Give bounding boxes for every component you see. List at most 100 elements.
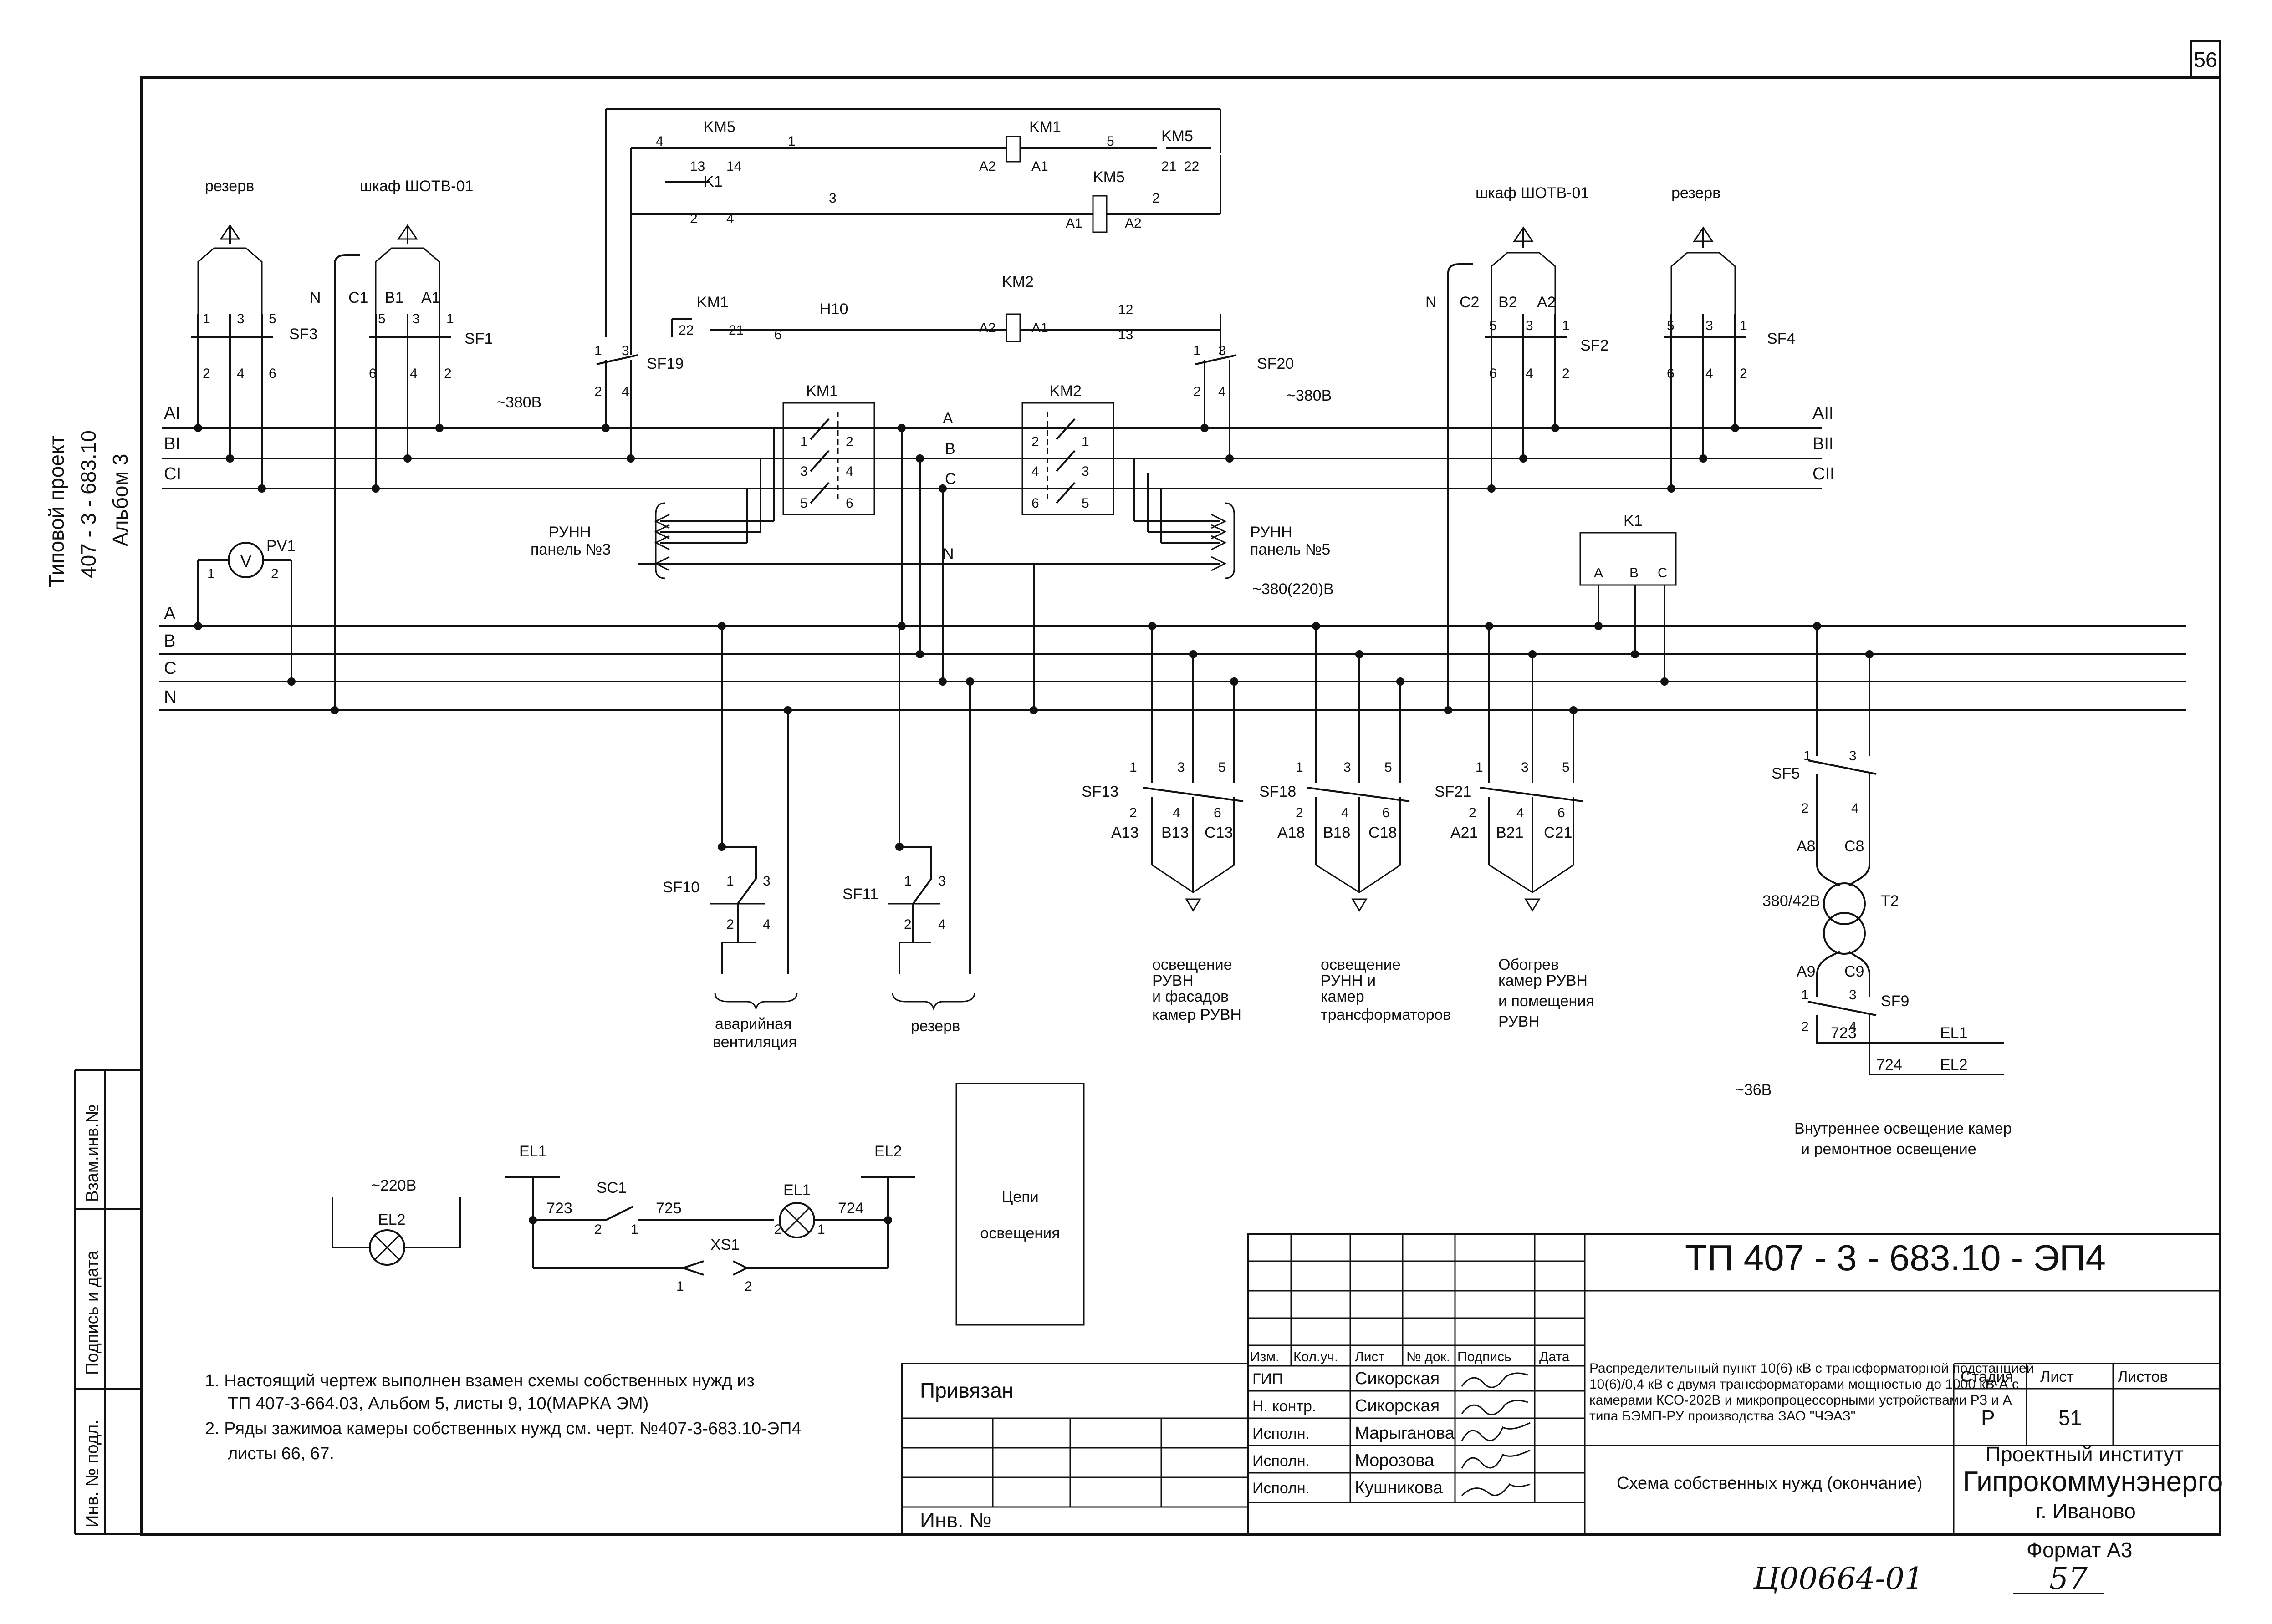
svg-text:A1: A1: [1031, 321, 1048, 336]
svg-text:1: 1: [594, 343, 602, 358]
t2-label: T2: [1881, 892, 1899, 910]
desc-2: 10(6)/0,4 кВ с двумя трансформаторами мо…: [1589, 1377, 2019, 1392]
km2-coil-label: KM2: [1002, 273, 1034, 290]
svg-text:A2: A2: [979, 321, 996, 336]
svg-text:1: 1: [1296, 760, 1303, 775]
name-5: Кушникова: [1355, 1478, 1443, 1497]
svg-text:4: 4: [1849, 1019, 1857, 1034]
c3-line3: и помещения: [1498, 993, 1594, 1010]
svg-text:4: 4: [410, 366, 418, 381]
wire-c13: C13: [1205, 824, 1233, 841]
bus-label-ai: AI: [164, 404, 180, 423]
svg-text:2: 2: [594, 1222, 602, 1237]
svg-text:4: 4: [726, 211, 734, 226]
svg-text:5: 5: [1107, 134, 1114, 149]
el1-lamp-label: EL1: [783, 1181, 811, 1199]
side-stamp-3: Альбом 3: [108, 454, 132, 546]
hdr-ndoc: № док.: [1406, 1349, 1450, 1364]
svg-text:1: 1: [800, 434, 808, 449]
name-2: Сикорская: [1355, 1396, 1440, 1415]
c4-line2: вентиляция: [713, 1033, 797, 1051]
label-220v: ~220В: [371, 1177, 416, 1194]
label-380v-right: ~380В: [1287, 387, 1332, 404]
format-label: Формат А3: [2027, 1538, 2132, 1562]
svg-text:5: 5: [800, 496, 808, 511]
svg-text:6: 6: [774, 327, 782, 342]
svg-text:5: 5: [1082, 496, 1089, 511]
wire-724-left: 724: [838, 1200, 864, 1217]
sf13-label: SF13: [1082, 783, 1118, 800]
km5-label-1: KM5: [704, 118, 735, 136]
c1-line3: и фасадов: [1152, 988, 1229, 1005]
svg-text:2: 2: [1740, 366, 1747, 381]
c2-line2: РУНН и: [1321, 972, 1376, 989]
sf3-rezerv-label: резерв: [205, 178, 254, 195]
svg-text:A2: A2: [1125, 216, 1142, 231]
note-2b: листы 66, 67.: [228, 1444, 334, 1463]
wire-a13: A13: [1111, 824, 1139, 841]
svg-text:1: 1: [207, 566, 215, 581]
sc1-label: SC1: [597, 1179, 627, 1196]
bus-label-n: N: [164, 687, 176, 707]
c1-line4: камер РУВН: [1152, 1006, 1241, 1023]
org-2: Гипрокоммунэнерго: [1963, 1466, 2223, 1497]
role-5: Исполн.: [1252, 1480, 1310, 1497]
svg-text:5: 5: [1218, 760, 1226, 775]
sf3-label: SF3: [289, 326, 317, 343]
svg-text:6: 6: [369, 366, 377, 381]
inv-no: Инв. №: [920, 1508, 992, 1532]
side-stamp-1: Типовой проект: [45, 435, 68, 587]
desc-3: камерами КСО-202В и микропроцессорными у…: [1589, 1393, 2012, 1408]
pv1-v-symbol: V: [240, 552, 252, 571]
svg-text:3: 3: [1705, 318, 1713, 333]
svg-text:A1: A1: [1066, 216, 1082, 231]
svg-text:6: 6: [846, 496, 853, 511]
svg-text:2: 2: [444, 366, 452, 381]
svg-text:3: 3: [622, 343, 629, 358]
svg-text:1: 1: [676, 1279, 684, 1294]
wire-725: 725: [656, 1200, 682, 1217]
wire-a8: A8: [1797, 838, 1816, 855]
svg-text:5: 5: [1562, 760, 1570, 775]
svg-text:1: 1: [1562, 318, 1570, 333]
svg-text:A1: A1: [1031, 159, 1048, 174]
svg-text:2: 2: [1031, 434, 1039, 449]
wire-b13: B13: [1161, 824, 1189, 841]
svg-text:A: A: [1594, 565, 1603, 580]
svg-text:2: 2: [1801, 801, 1809, 816]
sf1-n: N: [310, 289, 321, 306]
bus-bars: AI BI CI AII BII CII A B C N A B C N ~38…: [159, 387, 2186, 711]
wire-b2: B2: [1498, 294, 1517, 311]
desc-4: типа БЭМП-РУ производства ЗАО "ЧЭАЗ": [1589, 1409, 1855, 1424]
svg-text:1: 1: [788, 134, 796, 149]
svg-text:2: 2: [1469, 805, 1476, 820]
wire-a18: A18: [1277, 824, 1305, 841]
svg-text:14: 14: [726, 159, 741, 174]
svg-text:12: 12: [1118, 302, 1133, 317]
bus-label-bii: BII: [1812, 434, 1833, 453]
svg-text:3: 3: [1849, 748, 1857, 764]
svg-text:1: 1: [1129, 760, 1137, 775]
c2-line1: освещение: [1321, 956, 1401, 973]
svg-text:B: B: [1629, 565, 1639, 580]
svg-text:3: 3: [1218, 343, 1226, 358]
svg-text:5: 5: [1667, 318, 1675, 333]
role-4: Исполн.: [1252, 1452, 1310, 1470]
svg-text:1: 1: [1082, 434, 1089, 449]
sf19-label: SF19: [647, 355, 684, 372]
strip-podpis: Подпись и дата: [83, 1250, 102, 1375]
wire-c21: C21: [1544, 824, 1572, 841]
sf2-n: N: [1425, 294, 1437, 311]
runn3-line1: РУНН: [549, 524, 591, 541]
